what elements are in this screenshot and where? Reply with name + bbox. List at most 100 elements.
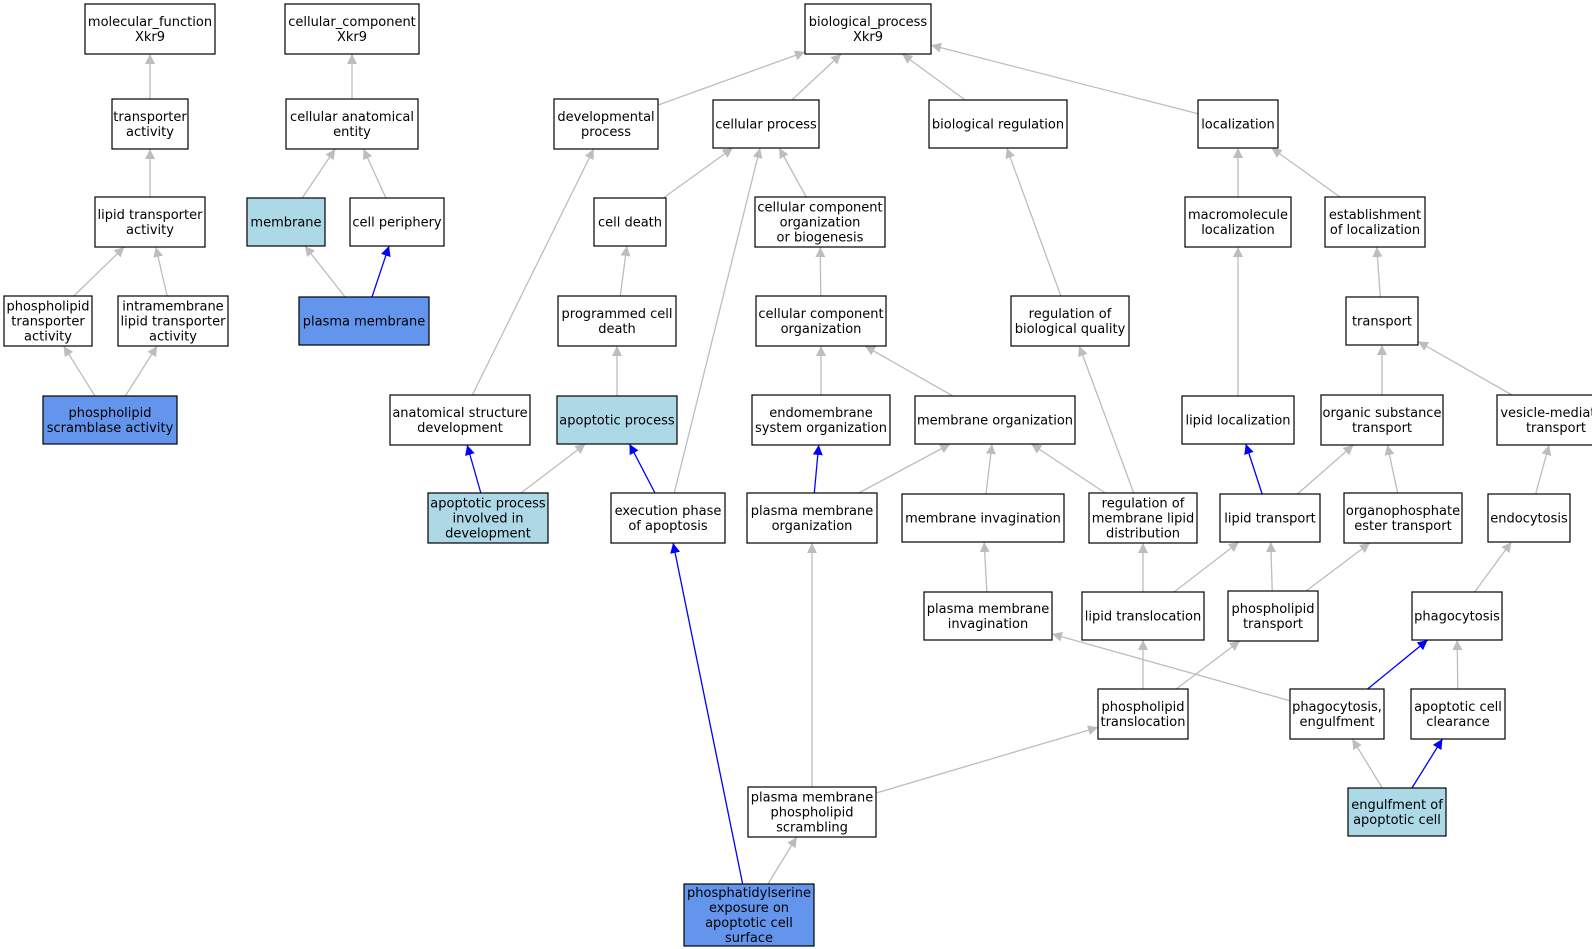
node-label-line: of apoptosis (628, 519, 708, 534)
edge-line (1051, 631, 1291, 702)
edge-line (1384, 444, 1399, 494)
node-loc: localization (1197, 99, 1279, 149)
edge-line (791, 53, 842, 101)
node-label-line: cellular component (758, 307, 883, 322)
node-box (1081, 591, 1205, 641)
node-label-line: transporter (11, 315, 85, 330)
edge-line (1372, 246, 1383, 298)
node-box (117, 295, 229, 347)
node-label-line: biological_process (809, 15, 928, 30)
edge-line (662, 147, 734, 199)
node-label-line: apoptotic cell (705, 916, 793, 931)
node-box (747, 786, 877, 838)
node-label-line: system organization (755, 421, 887, 436)
node-box (1487, 493, 1571, 543)
node-ltl: lipid translocation (1081, 591, 1205, 641)
node-label-line: involved in (452, 512, 523, 527)
node-box (593, 197, 667, 247)
node-label-line: membrane lipid (1092, 512, 1195, 527)
node-label-line: localization (1201, 223, 1275, 238)
edge-cd-to-cproc (662, 147, 734, 199)
node-box (712, 99, 820, 149)
node-label-line: vesicle-mediated (1500, 406, 1592, 421)
node-label-line: Xkr9 (135, 30, 165, 45)
node-minv: membrane invagination (901, 493, 1065, 543)
node-label-line: endomembrane (769, 406, 873, 421)
edge-line (1005, 147, 1062, 297)
edge-line (362, 148, 387, 199)
edge-rmld-to-mo (1030, 443, 1106, 494)
node-box (1181, 395, 1295, 445)
node-box (901, 493, 1065, 543)
edge-oet-to-ost (1384, 444, 1399, 494)
node-label-line: or biogenesis (777, 231, 864, 246)
edge-mo-to-cco (864, 345, 954, 397)
node-ap: apoptotic process (556, 395, 678, 445)
node-box (284, 3, 420, 55)
node-label-line: ester transport (1354, 519, 1451, 534)
node-label-line: cell death (598, 216, 662, 231)
node-box (298, 296, 430, 346)
edge-epa-to-ap (628, 443, 656, 494)
node-label-line: scramblase activity (47, 421, 174, 436)
node-box (1411, 591, 1503, 641)
edge-mem-to-cae (301, 148, 336, 199)
edge-phen-to-pminv (1051, 631, 1291, 702)
node-label-line: translocation (1100, 715, 1185, 730)
edge-cp-to-cae (362, 148, 387, 199)
node-lt: lipid transport (1219, 493, 1321, 543)
edge-line (875, 725, 1099, 794)
edge-line (465, 444, 482, 494)
node-label-line: macromolecule (1188, 208, 1288, 223)
node-label-line: phospholipid (68, 406, 151, 421)
edge-plt-to-lt (1266, 541, 1277, 592)
node-label-line: regulation of (1029, 307, 1112, 322)
node-box (746, 492, 878, 544)
edge-apid-to-ap (520, 443, 586, 494)
node-lloc: lipid localization (1181, 395, 1295, 445)
edge-pminv-to-minv (979, 541, 990, 593)
node-label-line: phagocytosis (1414, 610, 1500, 625)
node-breg: biological regulation (928, 99, 1068, 149)
node-label-line: phospholipid (1231, 602, 1314, 617)
node-label-line: cellular process (715, 118, 817, 133)
node-label-line: scrambling (776, 821, 848, 836)
node-box (42, 395, 178, 445)
node-label-line: phospholipid (1101, 700, 1184, 715)
node-label-line: organophosphate (1346, 504, 1460, 519)
node-label-line: programmed cell (562, 307, 673, 322)
node-box (755, 295, 887, 347)
edge-eac-to-acc (1411, 738, 1443, 789)
edge-dp-to-bp (657, 50, 806, 106)
node-label-line: plasma membrane (927, 602, 1050, 617)
node-box (683, 883, 815, 947)
node-box (111, 98, 189, 150)
node-box (389, 394, 531, 446)
edge-line (1452, 639, 1463, 690)
edge-line (670, 542, 744, 885)
edge-line (1305, 542, 1371, 592)
edge-endo-to-vmt (1534, 444, 1552, 495)
node-box (928, 99, 1068, 149)
node-box (3, 295, 93, 347)
edge-line (1175, 640, 1241, 690)
node-box (1347, 787, 1447, 837)
node-label-line: exposure on (709, 901, 789, 916)
node-box (1289, 688, 1385, 740)
node-label-line: organic substance (1323, 406, 1442, 421)
node-label-line: endocytosis (1490, 512, 1568, 527)
edge-vmt-to-trans (1417, 340, 1513, 396)
node-box (1227, 590, 1319, 642)
node-box (349, 197, 445, 247)
